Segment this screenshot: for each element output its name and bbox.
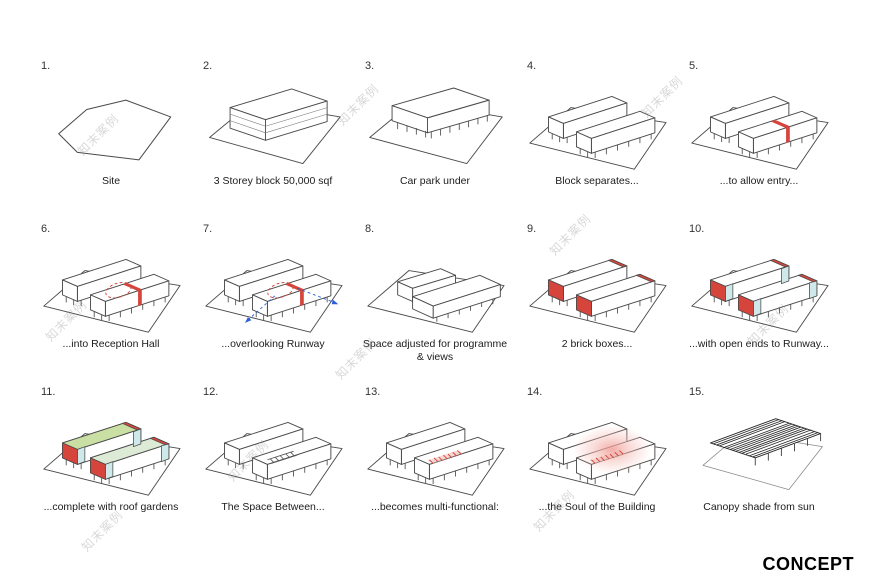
- sketch-roof-gardens: [43, 421, 181, 496]
- panel-caption: ...to allow entry...: [719, 175, 799, 187]
- panel-number: 5.: [689, 60, 699, 72]
- panel-number: 11.: [41, 386, 56, 398]
- panel-3: 3. Car park under: [354, 60, 516, 223]
- panel-caption: 2 brick boxes...: [561, 338, 633, 350]
- sketch-space-between: [205, 421, 343, 496]
- panel-number: 14.: [527, 386, 543, 398]
- concept-grid: 1. Site 2. 3 Storey block 50,000 sqf: [30, 60, 840, 549]
- page-title: CONCEPT: [762, 554, 854, 574]
- panel-caption: Block separates...: [555, 175, 639, 187]
- panel-caption: ...overlooking Runway: [221, 338, 325, 350]
- panel-caption: Canopy shade from sun: [703, 501, 815, 513]
- panel-number: 8.: [365, 223, 375, 235]
- panel-number: 9.: [527, 223, 537, 235]
- sketch-block-separates: [529, 95, 667, 170]
- sketch-open-ends: [691, 258, 829, 333]
- panel-number: 4.: [527, 60, 537, 72]
- panel-number: 13.: [365, 386, 381, 398]
- sketch-canopy-shade: [702, 418, 823, 490]
- panel-15: 15. Canopy shade from sun: [678, 386, 840, 549]
- panel-number: 2.: [203, 60, 213, 72]
- panel-caption: ...with open ends to Runway...: [689, 338, 829, 350]
- panel-7: 7. ...overlooking Runway: [192, 223, 354, 386]
- panel-number: 10.: [689, 223, 705, 235]
- panel-11: 11. ...: [30, 386, 192, 549]
- panel-caption: The Space Between...: [221, 501, 325, 513]
- sketch-soul-of-building: [529, 421, 667, 496]
- panel-8: 8. Space adjusted for programme & views: [354, 223, 516, 386]
- panel-number: 7.: [203, 223, 213, 235]
- panel-caption: ...complete with roof gardens: [43, 501, 179, 513]
- panel-2: 2. 3 Storey block 50,000 sqf: [192, 60, 354, 223]
- sketch-allow-entry: [691, 95, 829, 170]
- panel-caption: Space adjusted for programme & views: [362, 338, 508, 364]
- panel-6: 6. ...into Reception Hall: [30, 223, 192, 386]
- panel-number: 3.: [365, 60, 375, 72]
- panel-10: 10. ...with open ends to Runway...: [678, 223, 840, 386]
- panel-number: 12.: [203, 386, 219, 398]
- panel-caption: ...becomes multi-functional:: [371, 501, 499, 513]
- panel-5: 5. ...to allow entry...: [678, 60, 840, 223]
- panel-caption: ...the Soul of the Building: [538, 501, 656, 513]
- panel-number: 6.: [41, 223, 51, 235]
- panel-caption: 3 Storey block 50,000 sqf: [213, 175, 333, 187]
- sketch-overlooking-runway: [205, 258, 343, 333]
- panel-caption: ...into Reception Hall: [62, 338, 160, 350]
- panel-number: 15.: [689, 386, 705, 398]
- sketch-multi-functional: [367, 421, 505, 496]
- panel-1: 1. Site: [30, 60, 192, 223]
- panel-9: 9. 2 brick boxes...: [516, 223, 678, 386]
- sketch-reception-hall: [43, 258, 181, 333]
- panel-13: 13. ...becomes multi-functional:: [354, 386, 516, 549]
- panel-caption: Car park under: [399, 175, 471, 187]
- sketch-car-park-under: [369, 87, 503, 165]
- sketch-site: [58, 99, 172, 161]
- panel-14: 14. ...the Soul of the Building: [516, 386, 678, 549]
- sketch-space-adjusted: [367, 268, 505, 333]
- panel-12: 12. The Space Between...: [192, 386, 354, 549]
- panel-caption: Site: [101, 175, 121, 187]
- sketch-3-storey-block: [209, 88, 341, 165]
- sketch-brick-boxes: [529, 258, 667, 333]
- panel-4: 4. Block separates...: [516, 60, 678, 223]
- panel-number: 1.: [41, 60, 51, 72]
